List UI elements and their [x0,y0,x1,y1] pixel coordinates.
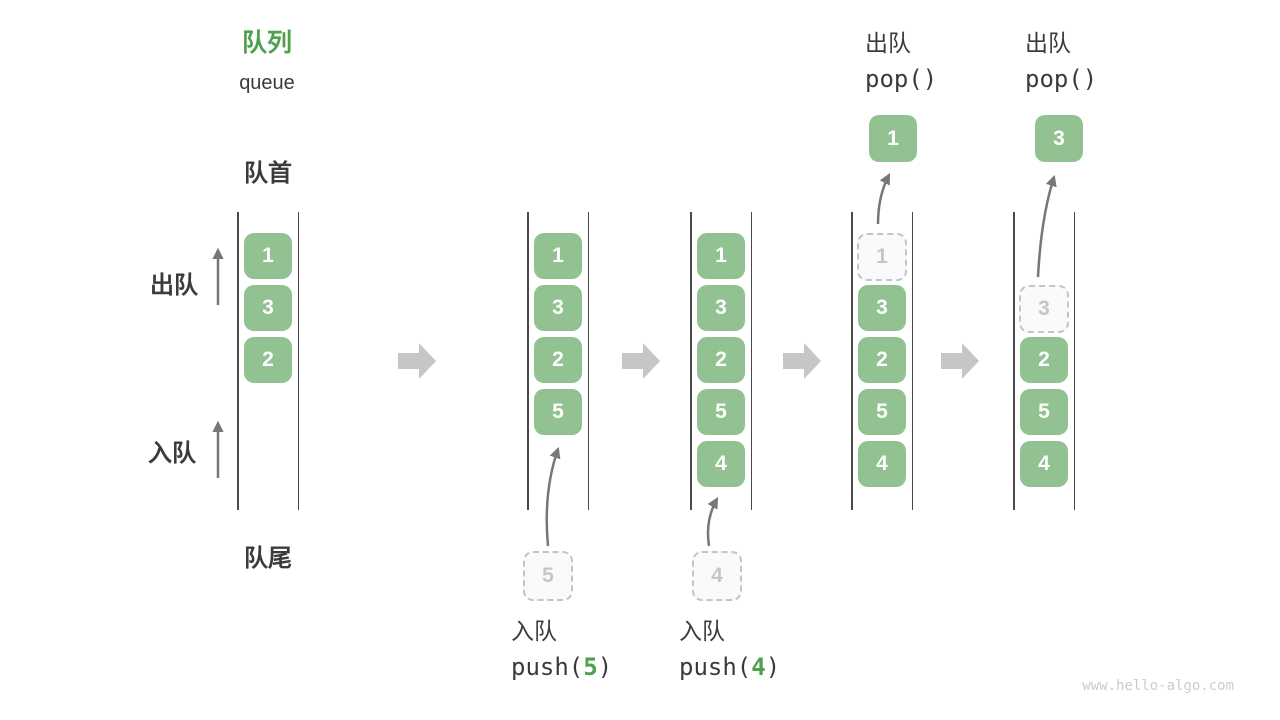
transition-arrow-3 [783,343,821,379]
op-zh-label: 出队 [865,30,911,56]
popped-cell: 1 [869,115,917,162]
queue-cell: 2 [244,337,292,383]
removed-cell-slot: 3 [1019,285,1069,333]
queue-cell: 2 [858,337,906,383]
queue-cell: 5 [697,389,745,435]
op-code-label: push(5) [511,652,612,682]
code-arg: 5 [583,653,598,681]
watermark: www.hello-algo.com [1082,678,1234,694]
code-arg: 4 [751,653,766,681]
enqueue-side-label: 入队 [148,440,196,467]
queue-wall [750,212,752,510]
queue-cell: 3 [858,285,906,331]
queue-cell: 1 [244,233,292,279]
transition-arrow-2 [622,343,660,379]
op-code-label: pop() [1025,65,1098,93]
queue-front-label: 队首 [244,160,292,187]
queue-cell: 5 [534,389,582,435]
queue-wall [911,212,913,510]
code-text: ) [765,653,781,681]
queue-wall [851,212,853,510]
op-label-pop-1: 出队 pop() [865,28,937,94]
queue-cell: 3 [697,285,745,331]
queue-cell: 1 [534,233,582,279]
queue-cell: 5 [858,389,906,435]
queue-cell: 3 [244,285,292,331]
queue-state-1: 1 3 2 [237,212,299,510]
queue-rear-label: 队尾 [244,545,292,572]
op-zh-label: 出队 [1025,30,1071,56]
queue-wall [237,212,239,510]
queue-cell: 2 [1020,337,1068,383]
dequeue-side-label: 出队 [150,272,198,299]
page-subtitle: queue [239,72,295,94]
queue-cell: 5 [1020,389,1068,435]
op-zh-label: 入队 [511,618,557,644]
popped-cell: 3 [1035,115,1083,162]
op-label-push-4: 入队 push(4) [679,616,780,682]
transition-arrow-4 [941,343,979,379]
code-text: push( [679,653,752,681]
queue-cell: 4 [858,441,906,487]
pending-cell: 5 [523,551,573,601]
queue-cell: 1 [697,233,745,279]
queue-cell: 2 [697,337,745,383]
queue-state-5: 3 2 5 4 3 [1013,115,1083,510]
queue-cell: 4 [1020,441,1068,487]
op-label-push-5: 入队 push(5) [511,616,612,682]
queue-cell: 2 [534,337,582,383]
transition-arrow-1 [398,343,436,379]
queue-wall [587,212,589,510]
page-title: 队列 [241,29,292,57]
queue-wall [1073,212,1075,510]
op-zh-label: 入队 [679,618,725,644]
op-code-label: pop() [865,65,938,93]
queue-wall [297,212,299,510]
queue-wall [690,212,692,510]
queue-wall [527,212,529,510]
pending-cell: 4 [692,551,742,601]
queue-state-4: 1 3 2 5 4 1 [851,115,917,510]
op-label-pop-2: 出队 pop() [1025,28,1097,94]
queue-wall [1013,212,1015,510]
queue-cell: 4 [697,441,745,487]
queue-state-3: 1 3 2 5 4 4 [690,212,752,601]
code-text: ) [597,653,613,681]
removed-cell-slot: 1 [857,233,907,281]
queue-cell: 3 [534,285,582,331]
queue-state-2: 1 3 2 5 5 [523,212,589,601]
title-block: 队列 queue [212,28,322,96]
code-text: push( [511,653,584,681]
op-code-label: push(4) [679,652,780,682]
